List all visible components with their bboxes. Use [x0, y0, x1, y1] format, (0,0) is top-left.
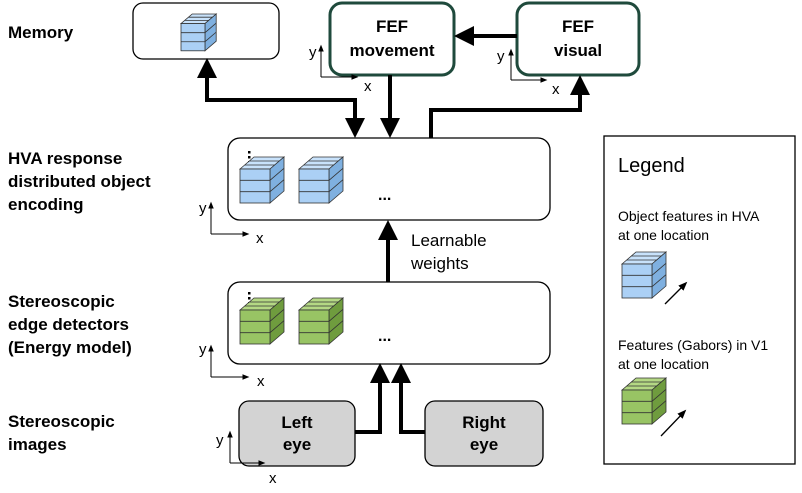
- arrow-right-eye-to-edge: [391, 363, 425, 434]
- fef-movement-box: [328, 1, 456, 77]
- cube-side-divider: [651, 400, 667, 413]
- legend-hva-line2: at one location: [618, 227, 709, 243]
- axis-edge: [208, 344, 250, 380]
- fef-movement-line1: FEF: [376, 17, 408, 36]
- hva-cube-1-icon: [238, 156, 286, 204]
- arrow-left-eye-to-edge: [355, 363, 390, 434]
- label-hva-line1: HVA response: [8, 149, 122, 168]
- left-eye-line1: Left: [281, 413, 313, 432]
- fef-movement-line2: movement: [349, 41, 434, 60]
- edge-cube-1-icon: [238, 297, 286, 345]
- cube-front-face: [239, 309, 271, 345]
- right-eye-box: [424, 400, 544, 467]
- label-edge-line3: (Energy model): [8, 338, 132, 357]
- legend-v1-line1: Features (Gabors) in V1: [618, 337, 768, 353]
- cube-side-divider: [328, 320, 344, 333]
- axis-fef-visual: [508, 48, 548, 83]
- cube-side-divider: [204, 31, 217, 43]
- axis-hva: [208, 201, 250, 237]
- cube-side-divider: [651, 263, 667, 276]
- hva-cube-2-icon: [297, 156, 345, 204]
- right-eye-line1: Right: [462, 413, 506, 432]
- legend-v1-cube-icon: [620, 377, 668, 425]
- axis-edge-y-label: y: [199, 341, 207, 358]
- cube-front-face: [621, 263, 653, 299]
- left-eye-box: [238, 400, 356, 467]
- axis-hva-y-label: y: [199, 200, 207, 217]
- cube-front-face: [239, 168, 271, 204]
- arrow-hva-to-fef-visual: [429, 75, 590, 138]
- cube-front-face: [298, 309, 330, 345]
- label-edge: Stereoscopic edge detectors (Energy mode…: [8, 292, 132, 357]
- cube-side-divider: [651, 274, 667, 287]
- hva-ellipsis: ...: [378, 187, 391, 204]
- label-images-line2: images: [8, 435, 67, 454]
- learnable-weights-line1: Learnable: [411, 231, 487, 250]
- axis-edge-x-label: x: [257, 373, 265, 390]
- label-edge-line1: Stereoscopic: [8, 292, 115, 311]
- cube-side-divider: [328, 179, 344, 192]
- cube-side-divider: [328, 168, 344, 181]
- learnable-weights-line2: weights: [410, 254, 469, 273]
- axis-hva-x-label: x: [256, 230, 264, 247]
- label-memory: Memory: [8, 23, 74, 42]
- legend-title: Legend: [618, 155, 685, 177]
- cube-side-divider: [269, 179, 285, 192]
- cube-side-divider: [651, 389, 667, 402]
- edge-vdot-1: [248, 292, 251, 295]
- label-edge-line2: edge detectors: [8, 315, 129, 334]
- cube-front-face: [180, 23, 206, 52]
- left-eye-line2: eye: [283, 435, 311, 454]
- cube-side-divider: [269, 168, 285, 181]
- fef-visual-line1: FEF: [562, 17, 594, 36]
- legend-hva-cube-icon: [620, 251, 668, 299]
- cube-front-face: [621, 389, 653, 425]
- label-images-line1: Stereoscopic: [8, 412, 115, 431]
- axis-fef-visual-y-label: y: [497, 48, 505, 65]
- legend-hva-line1: Object features in HVA: [618, 208, 760, 224]
- label-images: Stereoscopic images: [8, 412, 115, 454]
- legend-v1-arrow-icon: [660, 409, 687, 437]
- label-hva-line3: encoding: [8, 195, 84, 214]
- fef-visual-line2: visual: [554, 41, 602, 60]
- fef-visual-box: [515, 1, 641, 77]
- hva-vdot-1: [248, 151, 251, 154]
- cube-side-divider: [328, 309, 344, 322]
- right-eye-line2: eye: [470, 435, 498, 454]
- axis-images-y-label: y: [216, 432, 224, 449]
- cube-side-divider: [269, 320, 285, 333]
- label-hva: HVA response distributed object encoding: [8, 149, 151, 214]
- axis-images: [227, 430, 266, 466]
- cube-side-divider: [269, 309, 285, 322]
- edge-cube-2-icon: [297, 297, 345, 345]
- arrow-hva-to-memory: [197, 58, 365, 138]
- edge-ellipsis: ...: [378, 328, 391, 345]
- cube-side-divider: [204, 22, 217, 33]
- memory-cube-icon: [179, 13, 218, 52]
- axis-images-x-label: x: [269, 470, 277, 487]
- cube-front-face: [298, 168, 330, 204]
- axis-fef-movement-x-label: x: [364, 78, 372, 95]
- legend-v1-line2: at one location: [618, 356, 709, 372]
- legend-hva-arrow-icon: [664, 281, 688, 305]
- label-hva-line2: distributed object: [8, 172, 151, 191]
- axis-fef-visual-x-label: x: [552, 81, 560, 98]
- edge-vdot-2: [248, 297, 251, 300]
- axis-fef-movement-y-label: y: [309, 44, 317, 61]
- hva-vdot-2: [248, 156, 251, 159]
- axis-fef-movement: [318, 44, 359, 80]
